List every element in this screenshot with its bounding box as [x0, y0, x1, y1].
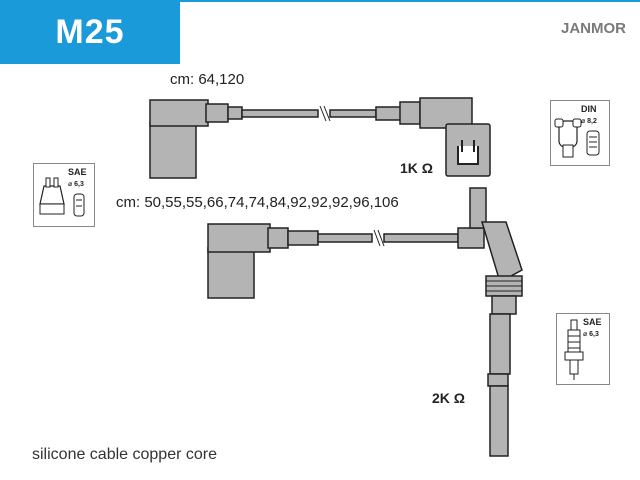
spark-plug-icon	[564, 319, 584, 380]
din-connector-box: DIN ⌀ 8,2	[550, 100, 610, 166]
sae-left-title: SAE	[68, 167, 87, 177]
sae-right-title: SAE	[583, 317, 602, 327]
cable-set-b-wire	[317, 233, 459, 243]
cable-set-a-left-boot	[149, 99, 243, 179]
din-size: ⌀ 8,2	[581, 118, 597, 125]
brand-name: JANMOR	[560, 20, 626, 37]
distributor-cap-icon	[39, 177, 85, 217]
cable-set-b-right-boot	[457, 187, 523, 457]
cable-set-a-wire	[241, 109, 377, 118]
product-code: M25	[0, 0, 180, 64]
header-band	[0, 0, 640, 2]
resistance-2k: 2K Ω	[432, 390, 466, 406]
din-title: DIN	[581, 104, 597, 114]
cable-set-a-lengths: cm: 64,120	[170, 71, 245, 88]
cable-set-b-lengths: cm: 50,55,55,66,74,74,84,92,92,92,96,106	[116, 194, 399, 211]
resistance-1k: 1K Ω	[400, 160, 434, 176]
cable-set-b-left-boot	[207, 223, 319, 299]
distributor-cap-icon	[554, 118, 600, 158]
product-description: silicone cable copper core	[32, 446, 217, 463]
terminal-clip-icon	[457, 140, 479, 165]
sae-left-size: ⌀ 6,3	[68, 181, 84, 188]
sae-right-connector-box: SAE ⌀ 6,3	[556, 313, 610, 385]
sae-right-size: ⌀ 6,3	[583, 331, 599, 338]
sae-left-connector-box: SAE ⌀ 6,3	[33, 163, 95, 227]
